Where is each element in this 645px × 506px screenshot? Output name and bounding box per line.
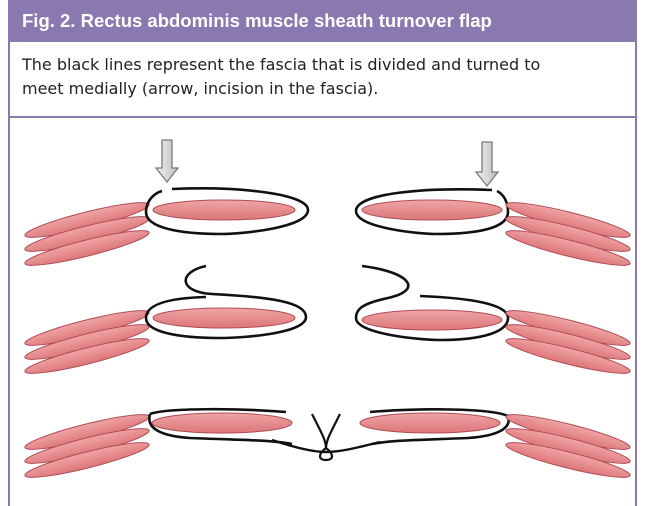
left-rectus-muscle — [153, 308, 295, 328]
row-2-flaps-turned — [23, 266, 632, 379]
right-rectus-muscle — [362, 310, 502, 330]
right-oblique-muscles — [504, 305, 632, 379]
row-1-intact — [23, 140, 632, 271]
left-oblique-muscles — [23, 197, 151, 271]
right-oblique-muscles — [504, 409, 632, 483]
left-incision-arrow — [156, 140, 178, 182]
left-oblique-muscles — [23, 409, 151, 483]
right-oblique-muscles — [504, 197, 632, 271]
left-oblique-muscles — [23, 305, 151, 379]
left-rectus-muscle — [153, 200, 295, 220]
right-rectus-muscle — [362, 200, 502, 220]
right-rectus-muscle — [360, 413, 500, 433]
row-3-flaps-sutured — [23, 409, 632, 483]
right-incision-arrow — [476, 142, 498, 186]
left-rectus-muscle — [152, 413, 292, 433]
